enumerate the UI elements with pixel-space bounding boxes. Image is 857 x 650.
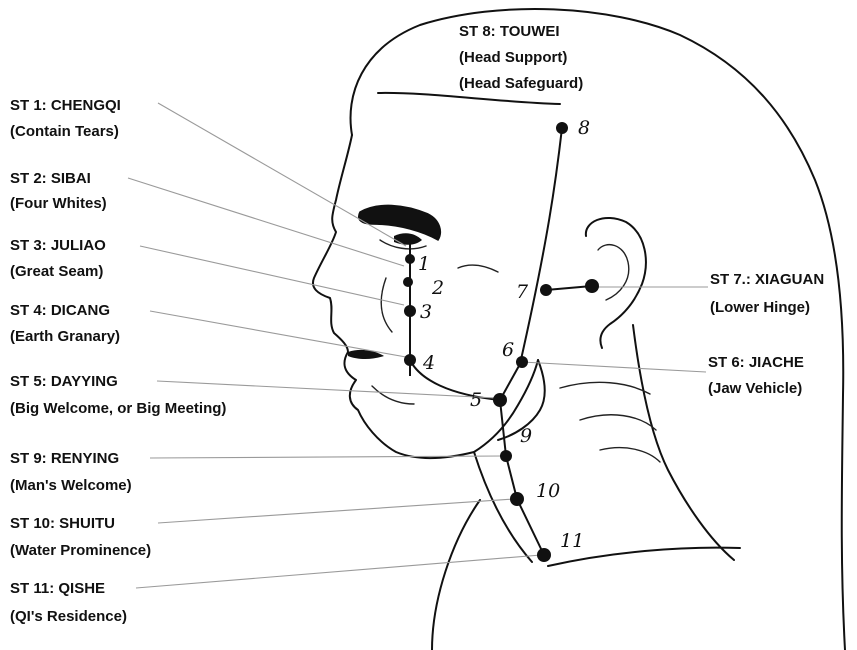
label-st3-name: (Great Seam) xyxy=(10,263,103,280)
label-st10-name: (Water Prominence) xyxy=(10,542,151,559)
eye xyxy=(394,233,422,245)
label-st1-name: (Contain Tears) xyxy=(10,123,119,140)
label-st4-name: (Earth Granary) xyxy=(10,328,120,345)
label-st10: ST 10: SHUITU (Water Prominence) xyxy=(10,515,151,559)
point-number-st1: 1 xyxy=(418,253,430,275)
label-st2-code: ST 2: SIBAI xyxy=(10,170,91,187)
label-st9-code: ST 9: RENYING xyxy=(10,450,119,467)
chest-outline xyxy=(432,500,480,650)
facial-features xyxy=(348,205,660,462)
label-st3-code: ST 3: JULIAO xyxy=(10,237,106,254)
point-number-st6: 6 xyxy=(502,339,514,361)
acupoint-dots xyxy=(403,122,599,562)
point-labels: ST 1: CHENGQI (Contain Tears) ST 2: SIBA… xyxy=(10,23,824,625)
label-st6-code: ST 6: JIACHE xyxy=(708,354,804,371)
neck-front-outline xyxy=(474,452,532,562)
point-dot-st9 xyxy=(500,450,512,462)
label-st9: ST 9: RENYING (Man's Welcome) xyxy=(10,450,132,494)
point-number-st3: 3 xyxy=(420,301,432,323)
point-dot-st8 xyxy=(556,122,568,134)
point-number-st8: 8 xyxy=(578,117,590,139)
head-profile-outline xyxy=(351,9,845,650)
label-st1-code: ST 1: CHENGQI xyxy=(10,97,121,114)
label-st11-name: (QI's Residence) xyxy=(10,608,127,625)
neck-crease-1 xyxy=(560,382,650,394)
label-st11-code: ST 11: QISHE xyxy=(10,580,105,597)
leader-st1 xyxy=(158,103,406,246)
label-st8: ST 8: TOUWEI (Head Support) (Head Safegu… xyxy=(459,23,583,92)
label-st7-name: (Lower Hinge) xyxy=(710,299,810,316)
leader-st3 xyxy=(140,246,404,305)
neck-crease-2 xyxy=(580,415,656,430)
mouth xyxy=(348,350,384,359)
face-profile-outline xyxy=(313,135,538,458)
leader-st11 xyxy=(136,555,541,588)
label-st9-name: (Man's Welcome) xyxy=(10,477,132,494)
point-number-st11: 11 xyxy=(560,530,584,552)
label-st6: ST 6: JIACHE (Jaw Vehicle) xyxy=(708,354,804,397)
point-dot-st11 xyxy=(537,548,551,562)
point-dot-ear xyxy=(585,279,599,293)
leader-st10 xyxy=(158,499,514,523)
leader-st6 xyxy=(522,362,706,372)
label-st10-code: ST 10: SHUITU xyxy=(10,515,115,532)
chin-line xyxy=(372,386,414,404)
point-number-st5: 5 xyxy=(470,389,482,411)
label-st5-code: ST 5: DAYYING xyxy=(10,373,118,390)
label-st2: ST 2: SIBAI (Four Whites) xyxy=(10,170,107,212)
point-dot-st4 xyxy=(404,354,416,366)
nasolabial-line xyxy=(381,278,392,332)
label-st7: ST 7.: XIAGUAN (Lower Hinge) xyxy=(710,271,824,316)
label-st3: ST 3: JULIAO (Great Seam) xyxy=(10,237,106,280)
point-number-st9: 9 xyxy=(520,425,532,447)
neck-crease-3 xyxy=(600,448,660,462)
point-dot-st2 xyxy=(403,277,413,287)
label-st2-name: (Four Whites) xyxy=(10,195,107,212)
leader-st4 xyxy=(150,311,406,357)
point-number-st2: 2 xyxy=(431,277,444,299)
label-st7-code: ST 7.: XIAGUAN xyxy=(710,271,824,288)
label-st8-name: (Head Support) xyxy=(459,49,567,66)
point-number-st10: 10 xyxy=(536,480,560,502)
point-numbers: 1 2 3 4 5 9 10 11 8 7 6 xyxy=(418,117,590,552)
cheek-line xyxy=(458,265,498,272)
label-st8-name-2: (Head Safeguard) xyxy=(459,75,583,92)
point-dot-st1 xyxy=(405,254,415,264)
label-st6-name: (Jaw Vehicle) xyxy=(708,380,802,397)
point-number-st7: 7 xyxy=(516,281,529,303)
label-st4-code: ST 4: DICANG xyxy=(10,302,110,319)
point-dot-st3 xyxy=(404,305,416,317)
leader-lines xyxy=(128,103,708,588)
hairline xyxy=(378,93,560,104)
point-number-st4: 4 xyxy=(422,352,435,374)
point-dot-st7 xyxy=(540,284,552,296)
stomach-channel xyxy=(410,128,592,555)
label-st8-code: ST 8: TOUWEI xyxy=(459,23,560,40)
channel-temple xyxy=(520,128,562,364)
point-dot-st6 xyxy=(516,356,528,368)
point-dot-st10 xyxy=(510,492,524,506)
label-st5: ST 5: DAYYING (Big Welcome, or Big Meeti… xyxy=(10,373,226,417)
point-dot-st5 xyxy=(493,393,507,407)
leader-st5 xyxy=(157,381,496,398)
ear-inner xyxy=(598,245,629,300)
label-st11: ST 11: QISHE (QI's Residence) xyxy=(10,580,127,625)
label-st4: ST 4: DICANG (Earth Granary) xyxy=(10,302,120,345)
label-st1: ST 1: CHENGQI (Contain Tears) xyxy=(10,97,121,140)
head-outline xyxy=(313,9,845,650)
label-st5-name: (Big Welcome, or Big Meeting) xyxy=(10,400,226,417)
